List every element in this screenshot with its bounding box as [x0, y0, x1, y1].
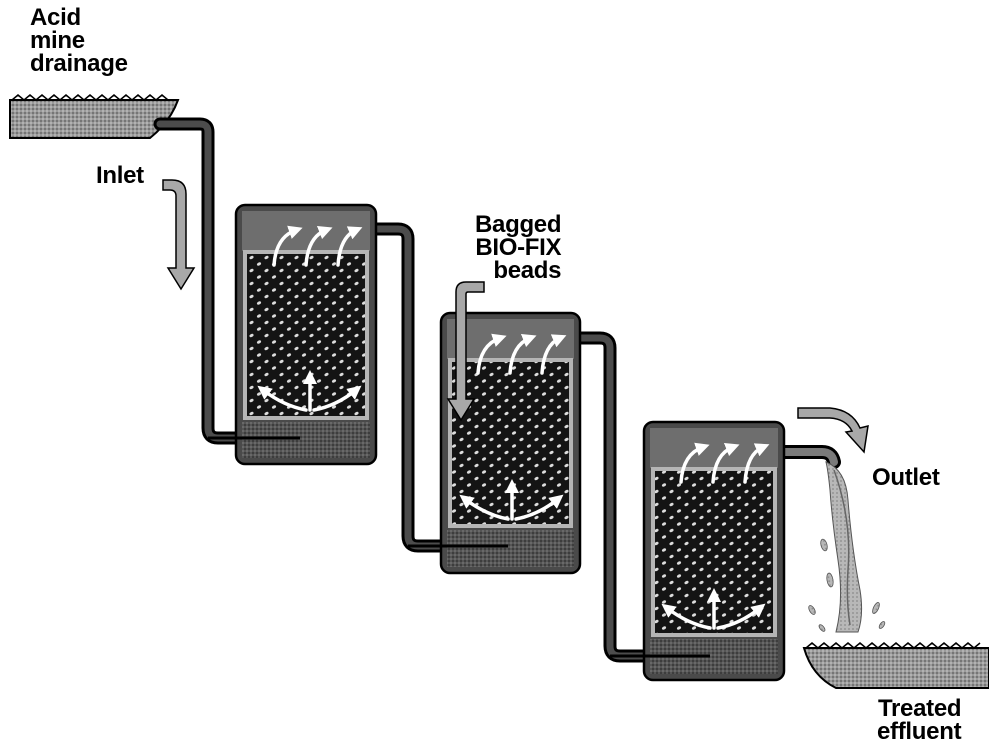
label-inlet: Inlet — [96, 162, 144, 189]
tank-2 — [408, 311, 582, 575]
label-line: Inlet — [96, 162, 144, 189]
label-line: Acid — [30, 4, 81, 31]
splash-icon — [808, 538, 886, 632]
outlet-stream — [825, 461, 863, 633]
label-line: drainage — [30, 50, 128, 77]
label-line: BIO-FIX — [475, 234, 562, 261]
label-line: Bagged — [475, 211, 562, 238]
label-acid-mine-drainage: Acid mine drainage — [30, 4, 128, 77]
label-treated-effluent: Treated effluent — [877, 695, 962, 745]
label-outlet: Outlet — [872, 464, 940, 491]
beads-arrow-icon — [446, 281, 485, 422]
treated-effluent-pool — [802, 642, 989, 689]
tank-3 — [610, 420, 786, 682]
label-line: Treated — [877, 695, 962, 722]
label-bagged-bio-fix-beads: Bagged BIO-FIX beads — [475, 211, 562, 284]
outlet-arrow-icon — [797, 407, 869, 454]
inlet-arrow-icon — [162, 179, 196, 291]
label-line: effluent — [877, 718, 962, 745]
tank-1 — [208, 203, 378, 466]
label-line: Outlet — [872, 464, 940, 491]
source-pool — [9, 94, 180, 139]
label-line: beads — [493, 257, 562, 284]
label-line: mine — [30, 27, 85, 54]
